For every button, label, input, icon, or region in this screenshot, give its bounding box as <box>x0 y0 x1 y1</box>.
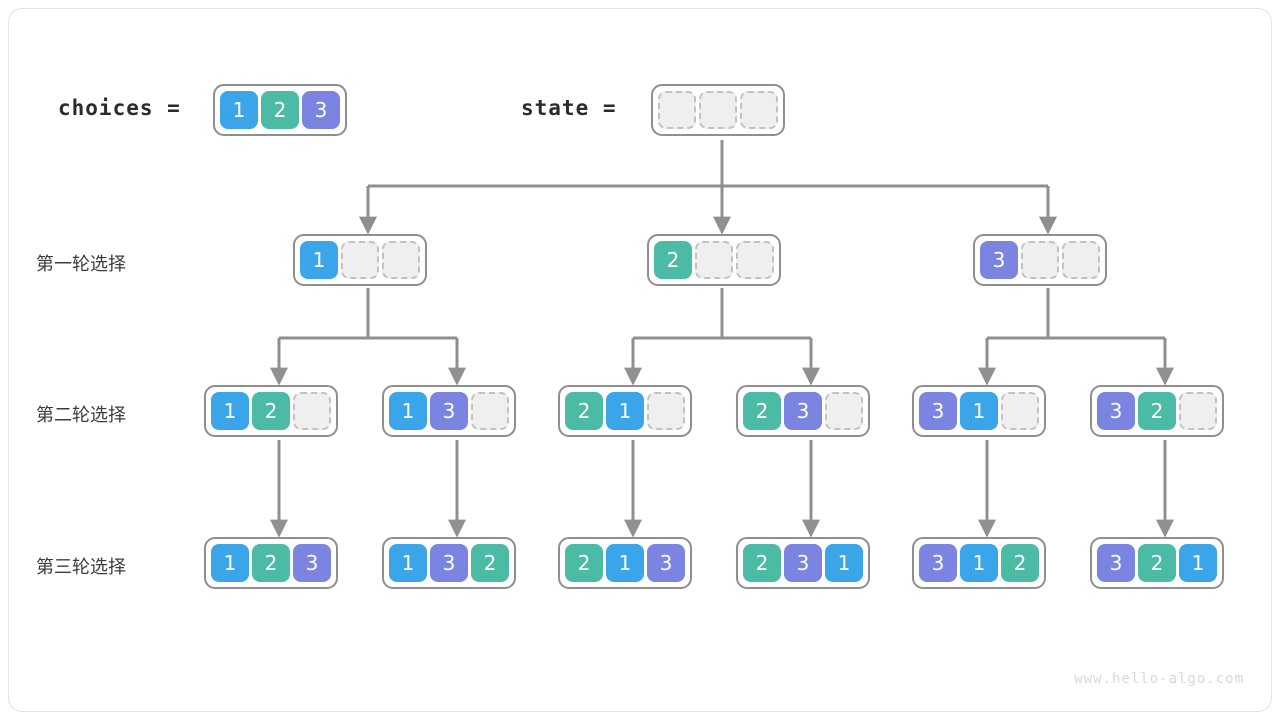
row-label-level-2: 第二轮选择 <box>36 405 126 426</box>
state-array <box>651 84 785 136</box>
node-l2-6-cell-1: 2 <box>1138 392 1176 430</box>
node-l3-4-cell-1: 3 <box>784 544 822 582</box>
node-l3-6-cell-2: 1 <box>1179 544 1217 582</box>
node-l2-3-cell-2 <box>647 392 685 430</box>
node-l2-2-cell-2 <box>471 392 509 430</box>
node-l1-2-cell-1 <box>695 241 733 279</box>
state-cell-2 <box>740 91 778 129</box>
choices-cell-2: 3 <box>302 91 340 129</box>
node-l3-5-cell-2: 2 <box>1001 544 1039 582</box>
node-l1-2-cell-0: 2 <box>654 241 692 279</box>
node-l3-3-cell-2: 3 <box>647 544 685 582</box>
node-l2-1-cell-1: 2 <box>252 392 290 430</box>
state-node-l1-2: 2 <box>647 234 781 286</box>
state-label: state = <box>521 96 617 120</box>
node-l3-6-cell-1: 2 <box>1138 544 1176 582</box>
node-l3-1-cell-1: 2 <box>252 544 290 582</box>
node-l2-3-cell-0: 2 <box>565 392 603 430</box>
node-l1-2-cell-2 <box>736 241 774 279</box>
choices-label: choices = <box>58 96 181 120</box>
node-l1-1-cell-0: 1 <box>300 241 338 279</box>
row-label-level-3: 第三轮选择 <box>36 557 126 578</box>
node-l2-3-cell-1: 1 <box>606 392 644 430</box>
node-l2-4-cell-2 <box>825 392 863 430</box>
node-l3-1-cell-0: 1 <box>211 544 249 582</box>
node-l2-2-cell-1: 3 <box>430 392 468 430</box>
node-l3-3-cell-0: 2 <box>565 544 603 582</box>
node-l3-4-cell-2: 1 <box>825 544 863 582</box>
node-l3-3-cell-1: 1 <box>606 544 644 582</box>
state-cell-0 <box>658 91 696 129</box>
node-l2-5-cell-0: 3 <box>919 392 957 430</box>
state-node-l1-1: 1 <box>293 234 427 286</box>
node-l3-2-cell-1: 3 <box>430 544 468 582</box>
node-l2-5-cell-1: 1 <box>960 392 998 430</box>
node-l2-6-cell-2 <box>1179 392 1217 430</box>
node-l3-6-cell-0: 3 <box>1097 544 1135 582</box>
node-l1-1-cell-1 <box>341 241 379 279</box>
node-l2-6-cell-0: 3 <box>1097 392 1135 430</box>
node-l2-4-cell-1: 3 <box>784 392 822 430</box>
node-l3-5-cell-0: 3 <box>919 544 957 582</box>
node-l3-1-cell-2: 3 <box>293 544 331 582</box>
node-l2-1-cell-0: 1 <box>211 392 249 430</box>
node-l3-4-cell-0: 2 <box>743 544 781 582</box>
node-l2-4-cell-0: 2 <box>743 392 781 430</box>
diagram-frame <box>8 8 1272 712</box>
node-l1-3-cell-1 <box>1021 241 1059 279</box>
choices-cell-1: 2 <box>261 91 299 129</box>
node-l3-2-cell-0: 1 <box>389 544 427 582</box>
node-l2-5-cell-2 <box>1001 392 1039 430</box>
watermark: www.hello-algo.com <box>1074 671 1244 687</box>
node-l1-1-cell-2 <box>382 241 420 279</box>
node-l1-3-cell-2 <box>1062 241 1100 279</box>
state-node-l1-3: 3 <box>973 234 1107 286</box>
row-label-level-1: 第一轮选择 <box>36 254 126 275</box>
node-l2-1-cell-2 <box>293 392 331 430</box>
node-l1-3-cell-0: 3 <box>980 241 1018 279</box>
choices-cell-0: 1 <box>220 91 258 129</box>
node-l2-2-cell-0: 1 <box>389 392 427 430</box>
node-l3-2-cell-2: 2 <box>471 544 509 582</box>
node-l3-5-cell-1: 1 <box>960 544 998 582</box>
state-cell-1 <box>699 91 737 129</box>
